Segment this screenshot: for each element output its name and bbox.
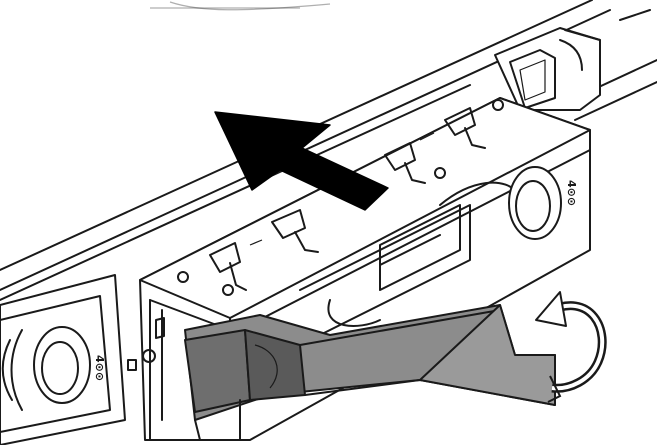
rotate-clockwise-arrow-icon	[535, 291, 607, 403]
left-neighbor-bay: 4⊙⊙	[0, 274, 126, 445]
release-handle	[184, 304, 556, 441]
right-neighbor-slot	[494, 27, 601, 111]
chassis-top-edge	[150, 1, 331, 11]
carrier-screw	[177, 271, 189, 283]
carrier-bay-label: 4⊙⊙	[565, 180, 578, 206]
carrier-screw	[434, 167, 446, 179]
carrier-screw	[492, 99, 504, 111]
arrow-up-left-icon	[214, 111, 389, 211]
carrier-clips	[209, 107, 486, 291]
carrier-screw	[222, 284, 234, 296]
left-bay-label: 4⊙⊙	[93, 355, 106, 381]
